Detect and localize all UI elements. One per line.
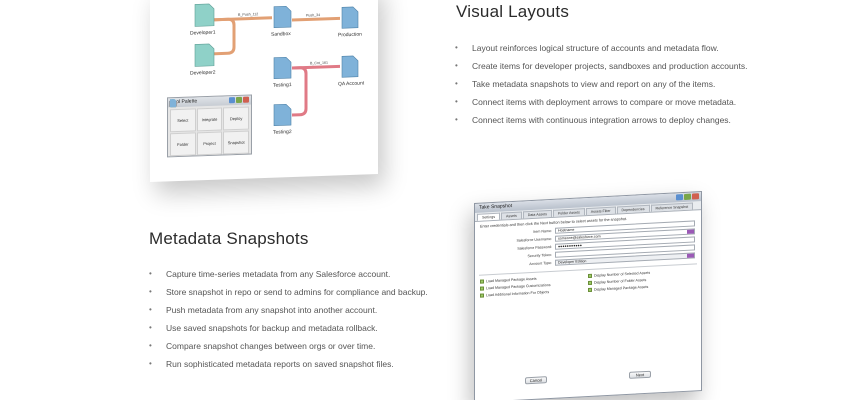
snapshot-page-icon xyxy=(170,99,176,108)
visual-layouts-list: Layout reinforces logical structure of a… xyxy=(455,42,747,132)
node-label: QA Account xyxy=(338,81,365,88)
checkbox-label: Display Number of Folder Assets xyxy=(594,277,647,285)
tool-folder[interactable]: Folder xyxy=(169,100,196,157)
maximize-icon[interactable] xyxy=(684,193,691,200)
node-testing2[interactable]: Testing2 xyxy=(273,103,292,136)
checkbox-checked-icon xyxy=(480,292,484,298)
list-item: Connect items with deployment arrows to … xyxy=(455,96,747,114)
username-value: someone@salesforce.com xyxy=(558,234,601,241)
node-sandbox[interactable]: Sandbox xyxy=(271,5,292,38)
checkbox-checked-icon xyxy=(588,287,592,292)
tab-assets[interactable]: Assets xyxy=(501,211,522,220)
tool-label: Folder xyxy=(177,141,189,148)
node-label: Developer1 xyxy=(190,30,216,37)
node-developer1[interactable]: Developer1 xyxy=(190,3,216,37)
close-icon[interactable] xyxy=(243,96,249,103)
tool-label: Deploy xyxy=(229,115,243,122)
list-item: Layout reinforces logical structure of a… xyxy=(455,42,747,60)
list-item: Store snapshot in repo or send to admins… xyxy=(149,286,428,304)
checkbox-label: Load Managed Package Assets xyxy=(486,276,537,283)
list-item: Create items for developer projects, san… xyxy=(455,60,747,78)
tool-deploy[interactable]: Deploy xyxy=(169,99,249,131)
node-label: Sandbox xyxy=(271,31,291,38)
dropdown-arrow-icon[interactable] xyxy=(687,253,694,258)
tool-label: Snapshot xyxy=(227,139,245,146)
list-item: Connect items with continuous integratio… xyxy=(455,114,747,132)
tool-label: Integrate xyxy=(201,116,218,123)
checkbox-checked-icon xyxy=(588,273,592,278)
node-production[interactable]: Production xyxy=(338,6,362,39)
diagram-canvas: B_Push_112 Push_34 B_Cnt_161 Developer1 … xyxy=(190,3,365,136)
list-item: Use saved snapshots for backup and metad… xyxy=(149,322,428,340)
tool-label: Project xyxy=(203,140,216,147)
field-label: Account Type: xyxy=(529,260,552,267)
take-snapshot-window: Take Snapshot Settings Assets Data Asset… xyxy=(474,191,702,400)
visual-layout-diagram: B_Push_112 Push_34 B_Cnt_161 Developer1 … xyxy=(150,0,378,182)
minimize-icon[interactable] xyxy=(676,194,683,201)
deploy-arrow-developer1-sandbox-top[interactable] xyxy=(212,16,272,22)
node-label: Production xyxy=(338,32,362,39)
window-footer: Cancel Next xyxy=(475,368,701,390)
tool-snapshot[interactable]: Snapshot xyxy=(170,99,249,155)
connection-label: Push_34 xyxy=(306,13,320,17)
maximize-icon[interactable] xyxy=(236,96,242,103)
list-item: Take metadata snapshots to view and repo… xyxy=(455,78,747,96)
tool-integrate[interactable]: Integrate xyxy=(169,99,223,132)
tool-grid: Select Integrate Deploy Folder Project xyxy=(168,99,251,158)
list-item: Compare snapshot changes between orgs or… xyxy=(149,340,428,358)
node-label: Developer2 xyxy=(190,70,216,77)
checkbox-checked-icon xyxy=(588,280,592,285)
tool-select[interactable]: Select xyxy=(170,99,196,133)
node-testing1[interactable]: Testing1 xyxy=(273,56,292,89)
window-title: Take Snapshot xyxy=(479,203,513,211)
deploy-arrow-sandbox-production[interactable] xyxy=(292,16,340,22)
metadata-snapshots-heading: Metadata Snapshots xyxy=(149,229,309,248)
metadata-snapshots-list: Capture time-series metadata from any Sa… xyxy=(149,268,428,376)
window-buttons xyxy=(676,193,699,201)
account-type-value: Developer Edition xyxy=(558,259,587,265)
next-button[interactable]: Next xyxy=(629,370,651,379)
node-developer2[interactable]: Developer2 xyxy=(190,43,216,77)
visual-layouts-heading: Visual Layouts xyxy=(456,2,570,21)
connection-label: B_Push_112 xyxy=(238,12,258,17)
connection-label: B_Cnt_161 xyxy=(310,61,328,66)
tab-settings[interactable]: Settings xyxy=(477,212,500,221)
node-label: Testing2 xyxy=(273,129,292,136)
tool-project[interactable]: Project xyxy=(170,99,223,156)
close-icon[interactable] xyxy=(692,193,699,200)
minimize-icon[interactable] xyxy=(229,97,235,104)
ci-arrow-testing1-testing2[interactable] xyxy=(292,66,308,117)
checkbox-label: Display Number of Selected Assets xyxy=(594,270,651,278)
list-item: Run sophisticated metadata reports on sa… xyxy=(149,358,428,376)
dropdown-arrow-icon[interactable] xyxy=(687,229,694,234)
tool-palette: Tool Palette Select Integrate xyxy=(167,94,252,158)
deploy-arrow-developer1-sandbox[interactable] xyxy=(212,17,236,56)
list-item: Capture time-series metadata from any Sa… xyxy=(149,268,428,286)
node-qa-account[interactable]: QA Account xyxy=(338,55,365,88)
palette-window-buttons xyxy=(229,96,249,104)
checkbox-label: Display Managed Package Assets xyxy=(594,284,649,292)
checkbox-label: Load Additional Information For Objects xyxy=(486,289,550,297)
checkbox-checked-icon xyxy=(480,285,484,291)
node-label: Testing1 xyxy=(273,82,292,89)
snapshot-options: Load Managed Package Assets Display Numb… xyxy=(475,267,701,298)
list-item: Push metadata from any snapshot into ano… xyxy=(149,304,428,322)
cancel-button[interactable]: Cancel xyxy=(525,376,547,385)
tool-label: Select xyxy=(177,117,189,124)
checkbox-checked-icon xyxy=(480,278,484,284)
